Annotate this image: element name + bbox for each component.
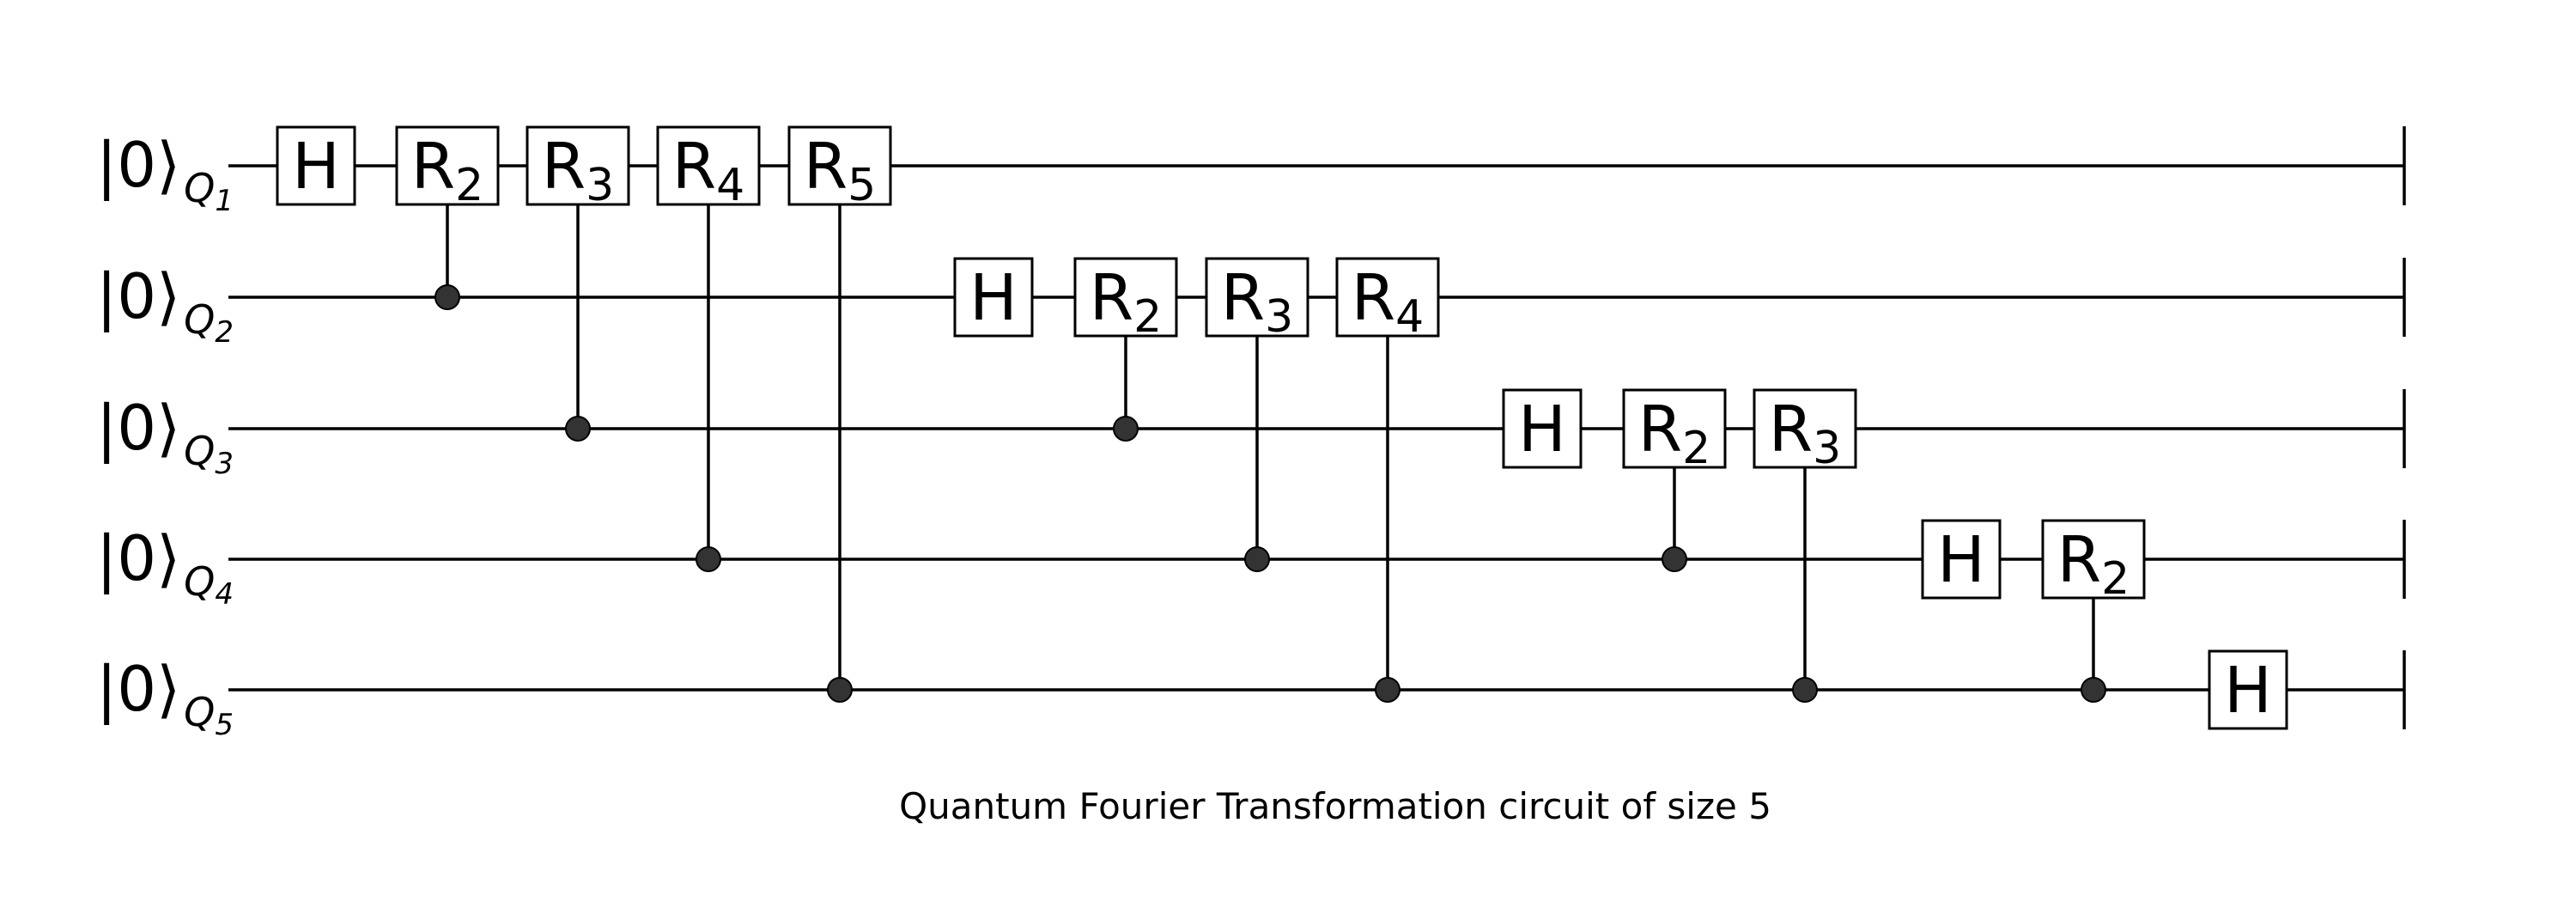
gate-box: [2041, 519, 2146, 600]
gate-label: H: [2224, 654, 2272, 728]
qubit-label-3: |0⟩Q3: [96, 392, 234, 481]
gate-subscript: 2: [1133, 291, 1162, 343]
gate-subscript: 3: [586, 160, 614, 211]
control-dot: [1792, 677, 1818, 703]
gate-R3-q3: R3: [1753, 388, 1857, 474]
gate-H-q2: H: [953, 257, 1034, 338]
gate-subscript: 2: [2101, 553, 2129, 605]
qubit-label-1: |0⟩Q1: [96, 129, 234, 218]
gate-box: [1073, 257, 1178, 338]
gate-subscript: 4: [1395, 291, 1424, 343]
gate-H-q4: H: [1921, 519, 2002, 600]
qubit-label-index: 1: [215, 184, 234, 218]
gate-label: H: [1937, 523, 1985, 597]
gate-box: [1205, 257, 1309, 338]
gate-label: H: [292, 130, 340, 204]
gate-subscript: 3: [1813, 423, 1841, 474]
gate-box: [395, 125, 500, 206]
qubit-wires: [228, 126, 2406, 729]
gate-box: [1622, 388, 1727, 469]
gate-box: [1921, 519, 2002, 600]
gate-subscript: 2: [455, 160, 483, 211]
gate-H-q1: H: [276, 125, 356, 206]
qubit-label-letter: Q: [184, 296, 215, 343]
control-dot: [434, 284, 460, 310]
control-dot: [696, 546, 721, 572]
control-dots: [434, 284, 2106, 703]
gate-R2-q1: R2: [395, 125, 500, 211]
qubit-labels: |0⟩Q1 |0⟩Q2 |0⟩Q3 |0⟩Q4 |0⟩Q5: [96, 129, 234, 742]
gate-subscript: 4: [716, 160, 744, 211]
gate-R3-q2: R3: [1205, 257, 1309, 343]
qubit-label-letter: Q: [184, 165, 215, 211]
gate-box: [1335, 257, 1440, 338]
gate-box: [526, 125, 630, 206]
gate-R3-q1: R3: [526, 125, 630, 211]
gate-R2-q3: R2: [1622, 388, 1727, 474]
gate-subscript: 2: [1682, 423, 1710, 474]
gate-box: [656, 125, 761, 206]
qubit-label-index: 2: [215, 315, 234, 350]
control-dot: [827, 677, 853, 703]
gate-R2-q2: R2: [1073, 257, 1178, 343]
control-dot: [1113, 416, 1139, 442]
gate-subscript: 5: [848, 160, 876, 211]
gate-label: H: [1518, 393, 1566, 466]
gate-box: [2208, 649, 2288, 730]
qubit-label-2: |0⟩Q2: [96, 260, 234, 350]
gate-R4-q1: R4: [656, 125, 761, 211]
gate-subscript: 3: [1265, 291, 1293, 343]
control-dot: [565, 416, 591, 442]
gate-R5-q1: R5: [787, 125, 892, 211]
gate-box: [276, 125, 356, 206]
gate-R4-q2: R4: [1335, 257, 1440, 343]
qubit-label-index: 4: [215, 577, 234, 612]
gate-label: H: [969, 261, 1018, 335]
gate-box: [1502, 388, 1583, 469]
qubit-label-5: |0⟩Q5: [96, 653, 234, 742]
qubit-label-letter: Q: [184, 689, 215, 735]
control-dot: [1375, 677, 1400, 703]
qubit-label-index: 5: [215, 708, 234, 742]
gate-box: [953, 257, 1034, 338]
qubit-label-letter: Q: [184, 428, 215, 474]
gate-box: [1753, 388, 1857, 469]
gate-H-q5: H: [2208, 649, 2288, 730]
control-dot: [2081, 677, 2106, 703]
gate-H-q3: H: [1502, 388, 1583, 469]
gate-R2-q4: R2: [2041, 519, 2146, 605]
control-dot: [1244, 546, 1270, 572]
gate-box: [787, 125, 892, 206]
diagram-caption: Quantum Fourier Transformation circuit o…: [899, 785, 1771, 827]
qubit-label-4: |0⟩Q4: [96, 522, 234, 612]
qubit-label-letter: Q: [184, 558, 215, 605]
qubit-label-index: 3: [215, 447, 234, 481]
gate-label: R3: [542, 130, 615, 211]
control-dot: [1662, 546, 1687, 572]
gate-label: R3: [1769, 393, 1842, 474]
gate-label: R2: [1638, 393, 1711, 474]
